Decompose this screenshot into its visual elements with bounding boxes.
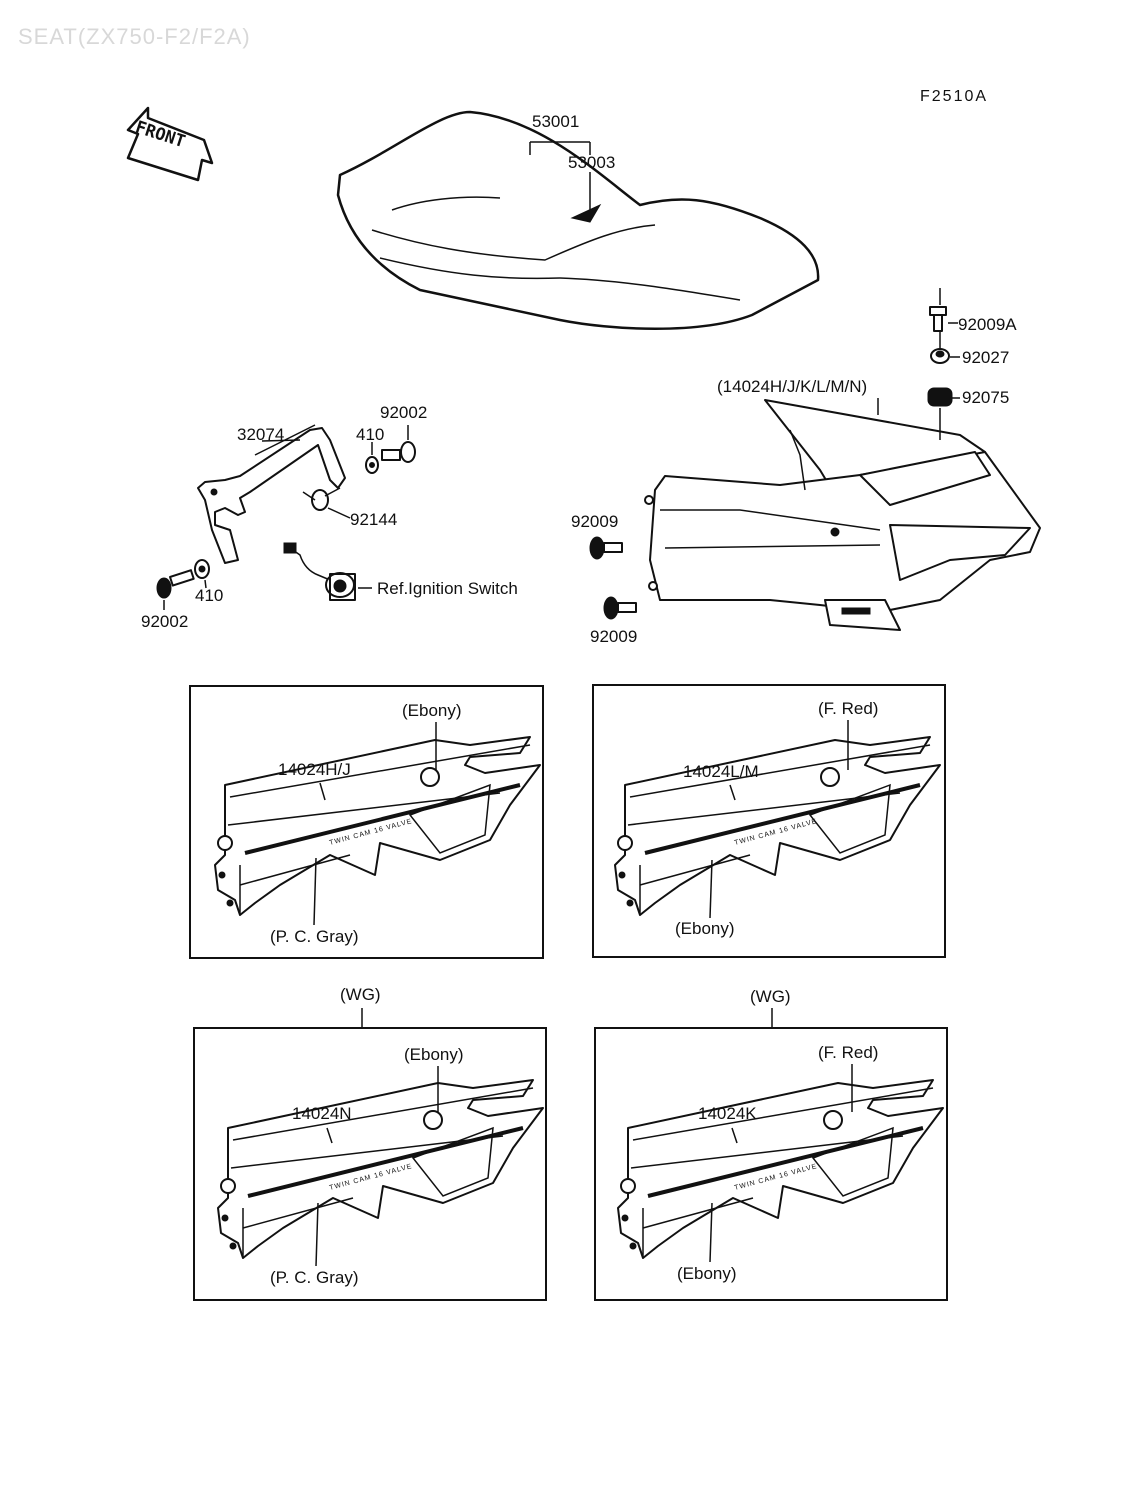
bolt-92009a-icon	[929, 306, 947, 332]
bracket-32074-icon	[197, 424, 346, 564]
panel-3-part: 14024N	[292, 1104, 352, 1123]
panel-3-bottom-color: (P. C. Gray)	[270, 1268, 358, 1287]
label-92144: 92144	[350, 510, 397, 529]
panel-2-bottom-color: (Ebony)	[675, 919, 735, 938]
tail-cover-assembly	[644, 399, 1041, 631]
panel-14024hj: TWIN CAM 16 VALVE (Ebony) 14024H/J (P. C…	[189, 685, 544, 959]
label-92009-left: 92009	[571, 512, 618, 531]
label-53001: 53001	[532, 112, 579, 131]
bolt-92002-top-icon	[381, 441, 416, 463]
label-410-top: 410	[356, 425, 384, 444]
label-92027: 92027	[962, 348, 1009, 367]
seat-illustration	[336, 110, 820, 330]
ignition-switch-icon	[283, 542, 356, 601]
label-92009a: 92009A	[958, 315, 1017, 334]
bolt-92009-left-icon	[589, 536, 623, 560]
label-92002-top: 92002	[380, 403, 427, 422]
label-32074: 32074	[237, 425, 284, 444]
washer-410-top-icon	[365, 456, 379, 474]
label-ignition-ref: Ref.Ignition Switch	[377, 579, 518, 598]
panel-4-top-color: (F. Red)	[818, 1043, 878, 1062]
panel-1-bottom-color: (P. C. Gray)	[270, 927, 358, 946]
diagram-title: SEAT(ZX750-F2/F2A)	[18, 24, 251, 49]
panel-1-part: 14024H/J	[278, 760, 351, 779]
panel-4-bottom-color: (Ebony)	[677, 1264, 737, 1283]
label-92002-bottom: 92002	[141, 612, 188, 631]
collar-92027-icon	[930, 348, 950, 364]
panel-14024lm: TWIN CAM 16 VALVE (F. Red) 14024L/M (Ebo…	[592, 684, 946, 958]
damper-92075-icon	[927, 387, 953, 407]
panel-1-top-color: (Ebony)	[402, 701, 462, 720]
panel-4-group: (WG)	[750, 987, 791, 1006]
panel-2-top-color: (F. Red)	[818, 699, 878, 718]
label-92075: 92075	[962, 388, 1009, 407]
washer-410-bottom-icon	[194, 559, 210, 579]
label-410-bottom: 410	[195, 586, 223, 605]
bolt-92009-lower-icon	[603, 596, 637, 620]
panel-3-group: (WG)	[340, 985, 381, 1004]
label-cover-assy: (14024H/J/K/L/M/N)	[717, 377, 867, 396]
spring-92144-icon	[302, 487, 341, 511]
panel-4-part: 14024K	[698, 1104, 757, 1123]
panel-14024n: (WG) TWIN CAM 16 VALVE (Ebony) 14024N (P…	[193, 985, 547, 1301]
panel-3-top-color: (Ebony)	[404, 1045, 464, 1064]
label-92009-lower: 92009	[590, 627, 637, 646]
label-53003: 53003	[568, 153, 615, 172]
front-arrow-icon: FRONT	[126, 106, 214, 182]
panel-2-part: 14024L/M	[683, 762, 759, 781]
panel-14024k: (WG) TWIN CAM 16 VALVE (F. Red) 14024K (…	[594, 987, 948, 1301]
bolt-92002-bottom-icon	[156, 569, 195, 599]
figure-code: F2510A	[920, 88, 988, 105]
